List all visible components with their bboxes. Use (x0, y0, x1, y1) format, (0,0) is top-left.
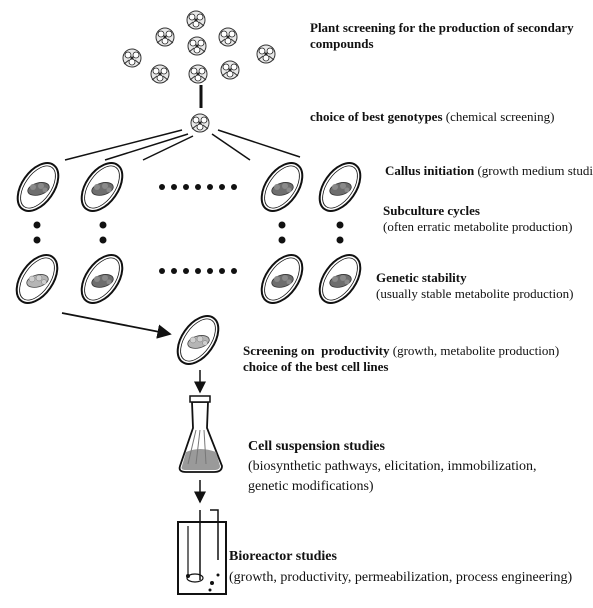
best-genotype-icon (190, 113, 210, 133)
vertical-dots (33, 221, 344, 244)
genotypes-detail: (chemical screening) (445, 109, 555, 124)
bioreactor-icon (177, 509, 227, 595)
plant-screening-label: Plant screening for the production of se… (310, 20, 574, 52)
bioreactor-label: Bioreactor studies (growth, productivity… (229, 546, 572, 588)
bioreactor-title: Bioreactor studies (229, 549, 337, 564)
callus-title: Callus initiation (385, 163, 475, 178)
suspension-detail-line1: (biosynthetic pathways, elicitation, imm… (248, 459, 537, 474)
suspension-detail-line2: genetic modifications) (248, 479, 374, 494)
genetic-stability-label: Genetic stability (usually stable metabo… (376, 270, 573, 302)
plant-cluster-icon (122, 10, 276, 84)
callus-dish-row-2 (7, 246, 370, 312)
selection-arrow (61, 312, 172, 339)
productivity-label: Screening on productivity (growth, metab… (243, 343, 559, 375)
bioreactor-detail: (growth, productivity, permeabilization,… (229, 570, 573, 585)
genotypes-label: choice of best genotypes (chemical scree… (310, 109, 554, 125)
callus-detail: (growth medium studies) (477, 163, 593, 178)
suspension-title: Cell suspension studies (248, 439, 385, 454)
ellipsis-dots-row-1 (159, 184, 237, 190)
suspension-label: Cell suspension studies (biosynthetic pa… (248, 437, 537, 497)
genotypes-title: choice of best genotypes (310, 109, 443, 124)
subculture-label: Subculture cycles (often erratic metabol… (383, 203, 573, 235)
selected-cell-line-icon (168, 307, 228, 373)
productivity-line2: choice of the best cell lines (243, 359, 389, 374)
callus-label: Callus initiation (growth medium studies… (385, 163, 593, 179)
subculture-detail: (often erratic metabolite production) (383, 219, 573, 234)
spread-lines (64, 129, 301, 161)
flask-icon (178, 395, 223, 473)
genetic-stability-title: Genetic stability (376, 270, 467, 285)
productivity-title: Screening on productivity (243, 343, 390, 358)
plant-screening-title: Plant screening for the production of se… (310, 20, 574, 35)
genetic-stability-detail: (usually stable metabolite production) (376, 286, 574, 301)
subculture-title: Subculture cycles (383, 203, 480, 218)
ellipsis-dots-row-2 (159, 268, 237, 274)
productivity-detail: (growth, metabolite production) (392, 343, 560, 358)
plant-screening-title-line2: compounds (310, 36, 374, 51)
